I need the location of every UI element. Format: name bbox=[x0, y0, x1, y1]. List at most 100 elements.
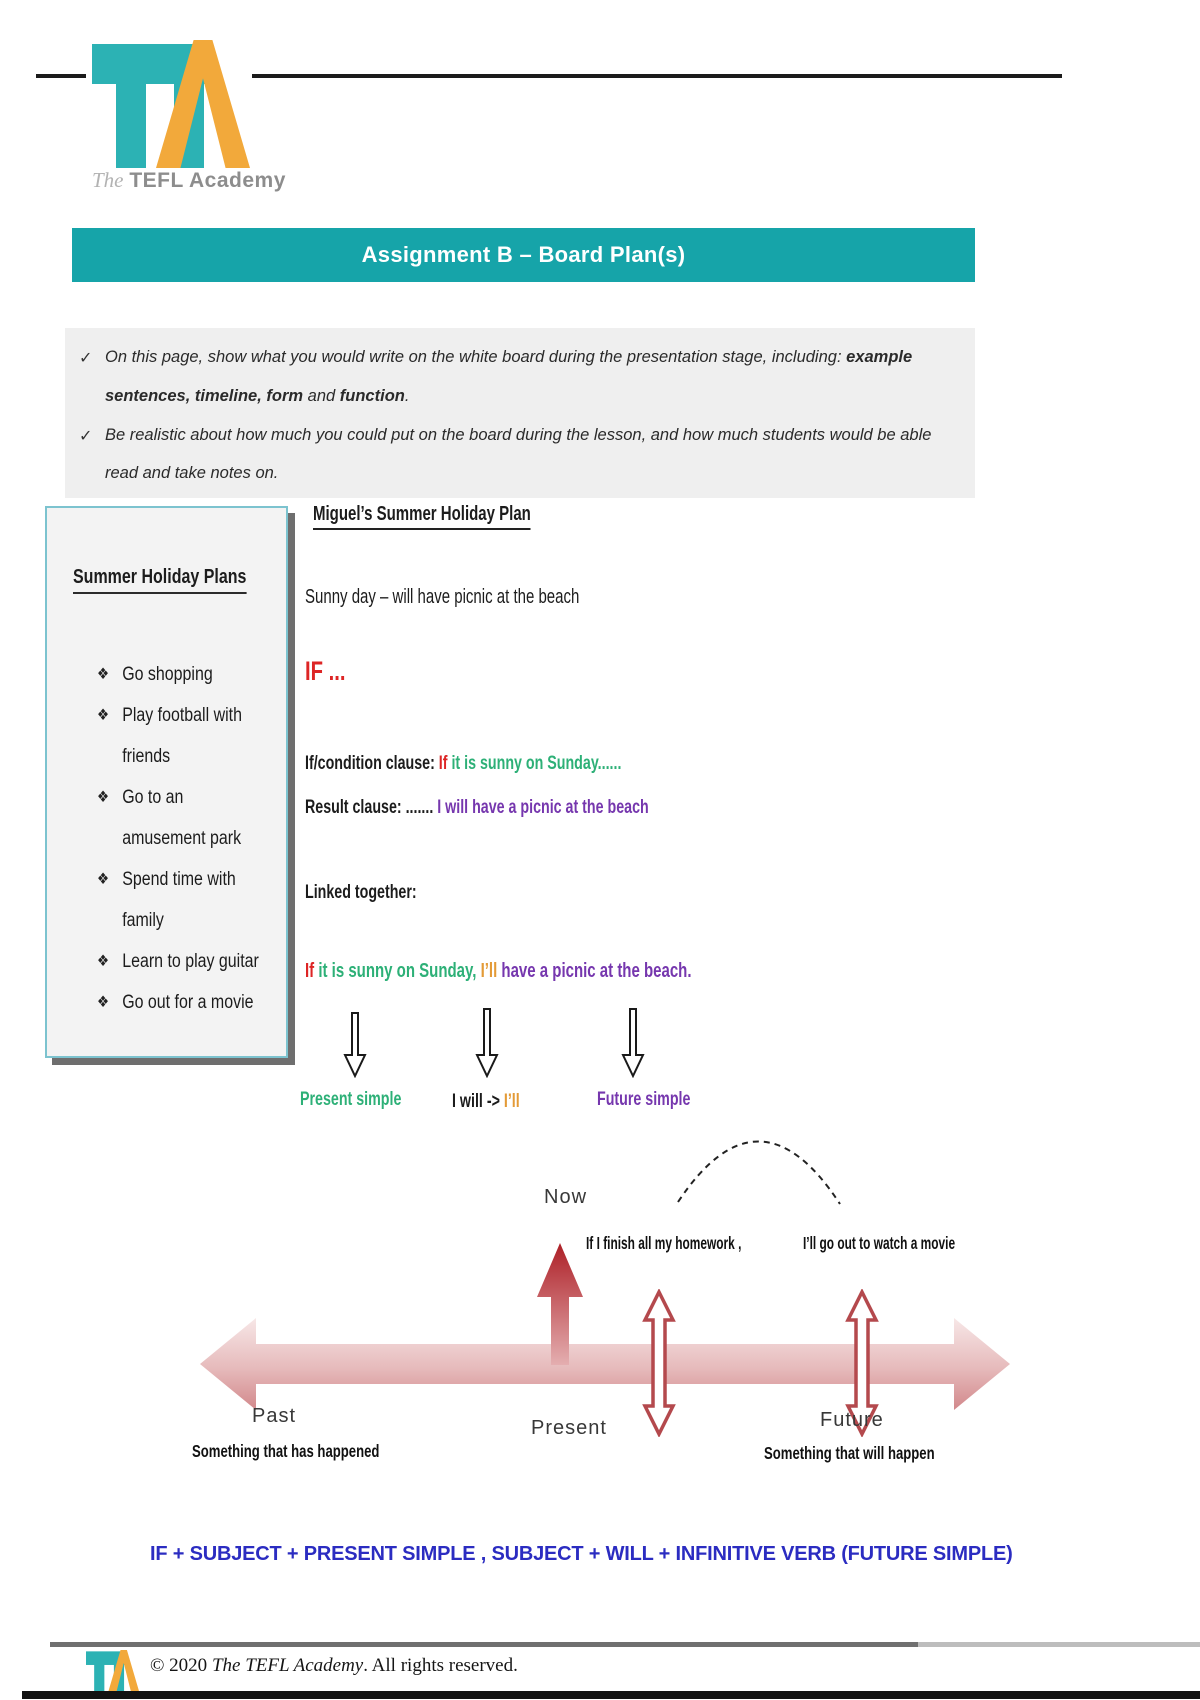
instruction-item-2-text: Be realistic about how much you could pu… bbox=[105, 425, 932, 483]
list-item-text: Spend time with bbox=[122, 869, 236, 890]
list-item: ❖ Go shopping bbox=[97, 654, 259, 695]
if-heading: IF ... bbox=[305, 656, 346, 686]
timeline-now-label: Now bbox=[544, 1186, 588, 1208]
diamond-bullet-icon bbox=[97, 900, 122, 941]
list-item: ❖ Spend time with bbox=[97, 859, 259, 900]
instruction-1-pre: On this page, show what you would write … bbox=[105, 348, 847, 366]
list-item: ❖ Go out for a movie bbox=[97, 982, 259, 1023]
list-item: ❖ Learn to play guitar bbox=[97, 941, 259, 982]
sentence-result: have a picnic at the beach. bbox=[501, 960, 692, 982]
footer-rule-light bbox=[918, 1642, 1200, 1647]
logo-wordmark: The TEFL Academy bbox=[92, 168, 286, 193]
instruction-1-bold-a: example sentences, timeline, form bbox=[105, 348, 913, 405]
contraction-label-short: I’ll bbox=[503, 1091, 520, 1112]
diamond-bullet-icon bbox=[97, 818, 122, 859]
logo-t1-stem bbox=[94, 1664, 105, 1694]
diamond-bullet-icon: ❖ bbox=[97, 666, 110, 683]
list-item-text: Go out for a movie bbox=[122, 992, 254, 1013]
sentence-if-word: If bbox=[305, 960, 319, 982]
down-arrow-icon bbox=[475, 1008, 499, 1078]
list-item: ❖ Go to an bbox=[97, 777, 259, 818]
instruction-1-end: . bbox=[404, 386, 410, 405]
list-item-text: Go shopping bbox=[122, 664, 213, 685]
bottom-bar bbox=[22, 1691, 1200, 1699]
condition-if-word: If bbox=[438, 753, 452, 774]
list-item: ❖ Play football with bbox=[97, 695, 259, 736]
check-icon: ✓ bbox=[79, 350, 93, 367]
instruction-1-bold-b: function bbox=[339, 386, 405, 405]
result-clause-line: Result clause: ....... I will have a pic… bbox=[305, 797, 649, 819]
list-item: amusement park bbox=[97, 818, 259, 859]
double-arrow-icon bbox=[642, 1289, 676, 1437]
timeline-past-label: Past bbox=[252, 1405, 297, 1427]
copyright-name: The TEFL Academy bbox=[211, 1655, 364, 1676]
instruction-1-mid: and bbox=[303, 386, 340, 405]
holiday-plans-list: ❖ Go shopping ❖ Play football with friends… bbox=[97, 654, 290, 1023]
double-arrow-icon bbox=[845, 1289, 879, 1437]
diamond-bullet-icon: ❖ bbox=[97, 871, 110, 888]
timeline-arrow bbox=[200, 1318, 1010, 1410]
list-item-text: Learn to play guitar bbox=[122, 951, 259, 972]
list-item: friends bbox=[97, 736, 259, 777]
tta-logo bbox=[92, 40, 250, 168]
timeline-result-phrase: I’ll go out to watch a movie bbox=[803, 1233, 956, 1253]
instruction-item-2: ✓ Be realistic about how much you could … bbox=[79, 416, 947, 494]
timeline-future-description: Something that will happen bbox=[764, 1443, 935, 1463]
down-arrow-icon bbox=[621, 1008, 645, 1078]
instruction-item-1-text: On this page, show what you would write … bbox=[105, 338, 947, 416]
timeline-future-label: Future bbox=[820, 1409, 884, 1431]
holiday-plans-box: Summer Holiday Plans ❖ Go shopping ❖ Play … bbox=[45, 506, 288, 1058]
header-rule-left bbox=[36, 74, 86, 78]
logo-tt-cap bbox=[86, 1651, 127, 1665]
timeline-present-label: Present bbox=[531, 1417, 607, 1439]
logo-wordmark-name: TEFL Academy bbox=[129, 169, 286, 192]
holiday-plans-title: Summer Holiday Plans bbox=[73, 566, 247, 594]
diamond-bullet-icon: ❖ bbox=[97, 707, 110, 724]
list-item-text: friends bbox=[122, 746, 171, 767]
sentence-condition: it is sunny on Sunday, bbox=[318, 960, 481, 982]
sentence-contraction: I’ll bbox=[480, 960, 502, 982]
header-rule-right bbox=[252, 74, 1062, 78]
sunny-day-line: Sunny day – will have picnic at the beac… bbox=[305, 586, 580, 608]
diamond-bullet-icon bbox=[97, 736, 122, 777]
diamond-bullet-icon: ❖ bbox=[97, 953, 110, 970]
logo-t1-stem bbox=[116, 82, 146, 168]
list-item-text: Play football with bbox=[122, 705, 242, 726]
timeline-past-description: Something that has happened bbox=[192, 1441, 380, 1461]
condition-clause-text: it is sunny on Sunday...... bbox=[451, 753, 622, 774]
copyright-pre: © 2020 bbox=[150, 1655, 212, 1676]
copyright-post: . All rights reserved. bbox=[363, 1655, 518, 1676]
now-up-arrow-icon bbox=[537, 1243, 583, 1365]
list-item-text: amusement park bbox=[122, 828, 242, 849]
instructions-box: ✓ On this page, show what you would writ… bbox=[65, 328, 975, 498]
grammar-formula: IF + SUBJECT + PRESENT SIMPLE , SUBJECT … bbox=[150, 1543, 1013, 1565]
condition-label: If/condition clause: bbox=[305, 753, 439, 774]
result-dots: ....... bbox=[405, 797, 438, 818]
list-item-text: Go to an bbox=[122, 787, 184, 808]
arc-connector bbox=[677, 1140, 841, 1205]
diamond-bullet-icon: ❖ bbox=[97, 789, 110, 806]
assignment-banner: Assignment B – Board Plan(s) bbox=[72, 228, 975, 282]
present-simple-label: Present simple bbox=[300, 1089, 402, 1110]
contraction-label-full: I will -> bbox=[452, 1091, 504, 1112]
timeline-condition-phrase: If I finish all my homework , bbox=[586, 1233, 742, 1253]
condition-clause-line: If/condition clause: If it is sunny on S… bbox=[305, 753, 621, 775]
contraction-label: I will -> I’ll bbox=[452, 1091, 520, 1113]
list-item-text: family bbox=[122, 910, 164, 931]
diamond-bullet-icon: ❖ bbox=[97, 994, 110, 1011]
down-arrow-icon bbox=[343, 1012, 367, 1078]
board-plan-title: Miguel’s Summer Holiday Plan bbox=[313, 503, 531, 530]
board-plan-title-text: Miguel’s Summer Holiday Plan bbox=[313, 503, 531, 530]
linked-together-label: Linked together: bbox=[305, 882, 417, 903]
footer-rule-dark bbox=[50, 1642, 918, 1647]
copyright-line: © 2020 The TEFL Academy. All rights rese… bbox=[150, 1655, 518, 1677]
list-item: family bbox=[97, 900, 259, 941]
check-icon: ✓ bbox=[79, 427, 93, 445]
linked-sentence: If it is sunny on Sunday, I’ll have a pi… bbox=[305, 960, 692, 983]
instruction-item-1: ✓ On this page, show what you would writ… bbox=[79, 338, 947, 416]
assignment-banner-title: Assignment B – Board Plan(s) bbox=[361, 242, 686, 267]
tta-logo-small bbox=[86, 1650, 140, 1694]
result-label: Result clause: bbox=[305, 797, 406, 818]
result-clause-text: I will have a picnic at the beach bbox=[437, 797, 649, 818]
